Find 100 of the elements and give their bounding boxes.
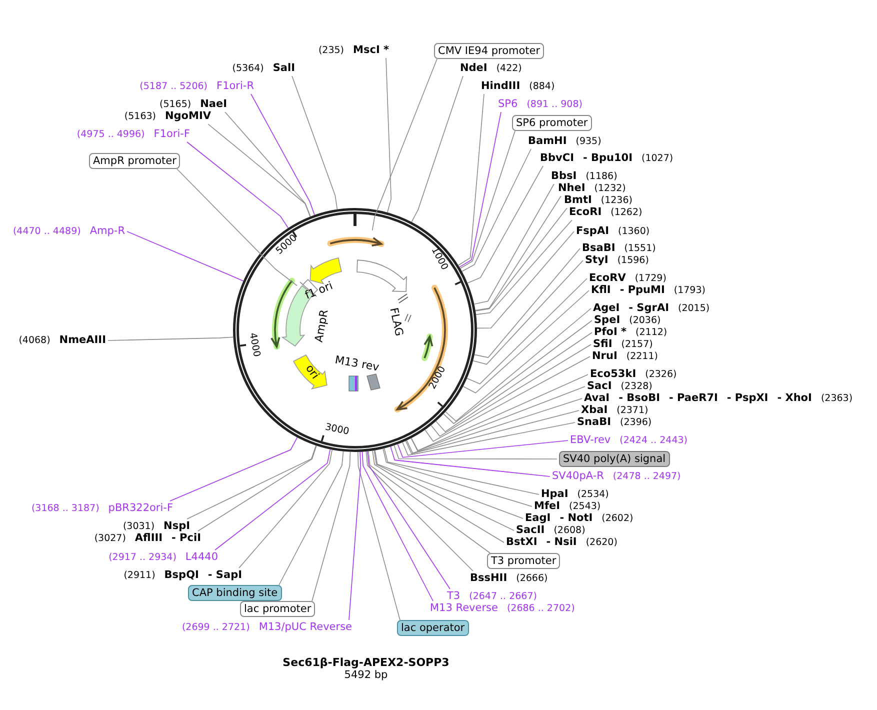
restriction-site-label: FspAI (1360)	[576, 224, 650, 239]
primer-label: (2917 .. 2934) L4440	[108, 550, 218, 565]
feature-label: lac promoter	[240, 601, 316, 617]
leader-line	[348, 452, 361, 620]
leader-line	[176, 168, 298, 286]
feature-label: CMV IE94 promoter	[434, 43, 544, 59]
feature-name: FLAG	[387, 306, 405, 338]
restriction-site-label: BssHII (2666)	[470, 571, 548, 586]
leader-line	[108, 336, 234, 341]
feature-label: CAP binding site	[188, 585, 282, 601]
feature-name: M13 rev	[334, 354, 380, 374]
leader-line	[475, 208, 568, 312]
leader-line	[208, 124, 311, 217]
feature-name: ori	[302, 362, 322, 382]
feature-label: lac operator	[397, 620, 469, 636]
restriction-site-label: BstXI - NsiI (2620)	[506, 535, 618, 550]
restriction-site-label: PfoI * (2112)	[594, 325, 668, 340]
feature-label: SV40 poly(A) signal	[559, 451, 670, 467]
leader-line	[436, 332, 592, 432]
restriction-site-label: AgeI - SgrAI (2015)	[593, 301, 710, 316]
leader-line	[460, 130, 516, 269]
restriction-site-label: KflI - PpuMI (1793)	[591, 283, 706, 298]
restriction-site-label: BbsI (1186)	[551, 169, 618, 184]
leader-line	[476, 231, 574, 329]
restriction-site-label: (5364) SalI	[232, 61, 295, 76]
leader-line	[458, 94, 484, 266]
leader-line	[410, 386, 586, 452]
primer-label: SV40pA-R (2478 .. 2497)	[552, 469, 681, 484]
feature-name: f1 ori	[303, 280, 335, 302]
leader-line	[411, 76, 464, 222]
restriction-site-label: SacII (2608)	[516, 523, 586, 538]
leader-line	[459, 112, 502, 268]
primer-label: (3168 .. 3187) pBR322ori-F	[31, 501, 173, 516]
primer-label: SP6 (891 .. 908)	[498, 97, 582, 112]
restriction-site-label: (5165) NaeI	[160, 97, 227, 112]
leader-line	[374, 450, 524, 519]
restriction-site-label: EcoRV (1729)	[589, 271, 666, 286]
leader-line	[390, 446, 550, 477]
tick-label: 1000	[428, 246, 450, 272]
leader-line	[394, 445, 558, 460]
leader-line	[250, 94, 315, 216]
leader-line	[372, 58, 438, 231]
tick-label: 4000	[246, 332, 262, 358]
leader-line	[126, 231, 244, 282]
leader-line	[186, 445, 316, 520]
restriction-site-label: EcoRI (1262)	[569, 205, 642, 220]
leader-line	[384, 448, 540, 495]
restriction-site-label: (4068) NmeAIII	[18, 333, 106, 348]
leader-line	[367, 450, 450, 590]
leader-line	[475, 196, 562, 311]
leader-line	[472, 260, 584, 365]
leader-line	[397, 440, 568, 458]
leader-line	[467, 166, 544, 284]
map-title: Sec61β-Flag-APEX2-SOPP3	[282, 655, 450, 670]
leader-line	[170, 437, 298, 502]
feature-label: T3 promoter	[487, 553, 560, 569]
feature-label: AmpR promoter	[89, 153, 180, 169]
leader-line	[382, 448, 532, 507]
leader-line	[424, 356, 590, 442]
leader-line	[476, 220, 572, 315]
leader-line	[238, 449, 332, 568]
leader-line	[462, 290, 590, 394]
restriction-site-label: BbvCI - Bpu10I (1027)	[540, 151, 674, 166]
leader-line	[430, 344, 592, 437]
leader-line	[366, 451, 474, 572]
leader-line	[362, 451, 434, 602]
primer-label: (4470 .. 4489) Amp-R	[12, 224, 125, 239]
leader-line	[372, 450, 504, 543]
restriction-site-label: AvaI - BsoBI - PaeR7I - PspXI - XhoI (2363)	[584, 391, 853, 406]
primer-label: (2699 .. 2721) M13/pUC Reverse	[182, 620, 352, 635]
map-caption: 5492 bp	[344, 668, 388, 683]
plasmid-map-drawing	[233, 208, 477, 452]
leader-line	[374, 450, 514, 531]
restriction-site-label: BamHI (935)	[528, 134, 602, 149]
restriction-site-label: SfiI (2157)	[593, 337, 653, 352]
tick-label: 3000	[324, 422, 350, 438]
restriction-site-label: (3031) NspI	[122, 519, 190, 534]
feature-label: SP6 promoter	[512, 115, 592, 131]
restriction-site-label: NdeI (422)	[460, 61, 522, 76]
restriction-site-label: Eco53kI (2326)	[590, 367, 677, 382]
restriction-site-label: (2911) BspQI - SapI	[124, 568, 242, 583]
leader-line	[278, 451, 344, 586]
primer-label: (5187 .. 5206) F1ori-R	[140, 79, 254, 94]
restriction-site-label: SpeI (2036)	[594, 313, 661, 328]
restriction-site-label: SnaBI (2396)	[577, 415, 652, 430]
leader-line	[214, 449, 331, 550]
restriction-site-label: MfeI (2543)	[534, 499, 601, 514]
restriction-site-label: NruI (2211)	[592, 349, 658, 364]
primer-label: (4975 .. 4996) F1ori-F	[76, 127, 190, 142]
restriction-site-label: BmtI (1236)	[564, 193, 632, 208]
restriction-site-label: SacI (2328)	[587, 379, 652, 394]
primer-label: EBV-rev (2424 .. 2443)	[570, 433, 688, 448]
restriction-site-label: XbaI (2371)	[581, 403, 648, 418]
leader-line	[368, 450, 490, 554]
leader-line	[312, 452, 351, 602]
tick-label: 2000	[427, 364, 449, 392]
leader-line	[406, 398, 582, 454]
restriction-site-label: NheI (1232)	[558, 181, 626, 196]
leader-line	[224, 112, 311, 217]
leader-line	[292, 76, 338, 210]
